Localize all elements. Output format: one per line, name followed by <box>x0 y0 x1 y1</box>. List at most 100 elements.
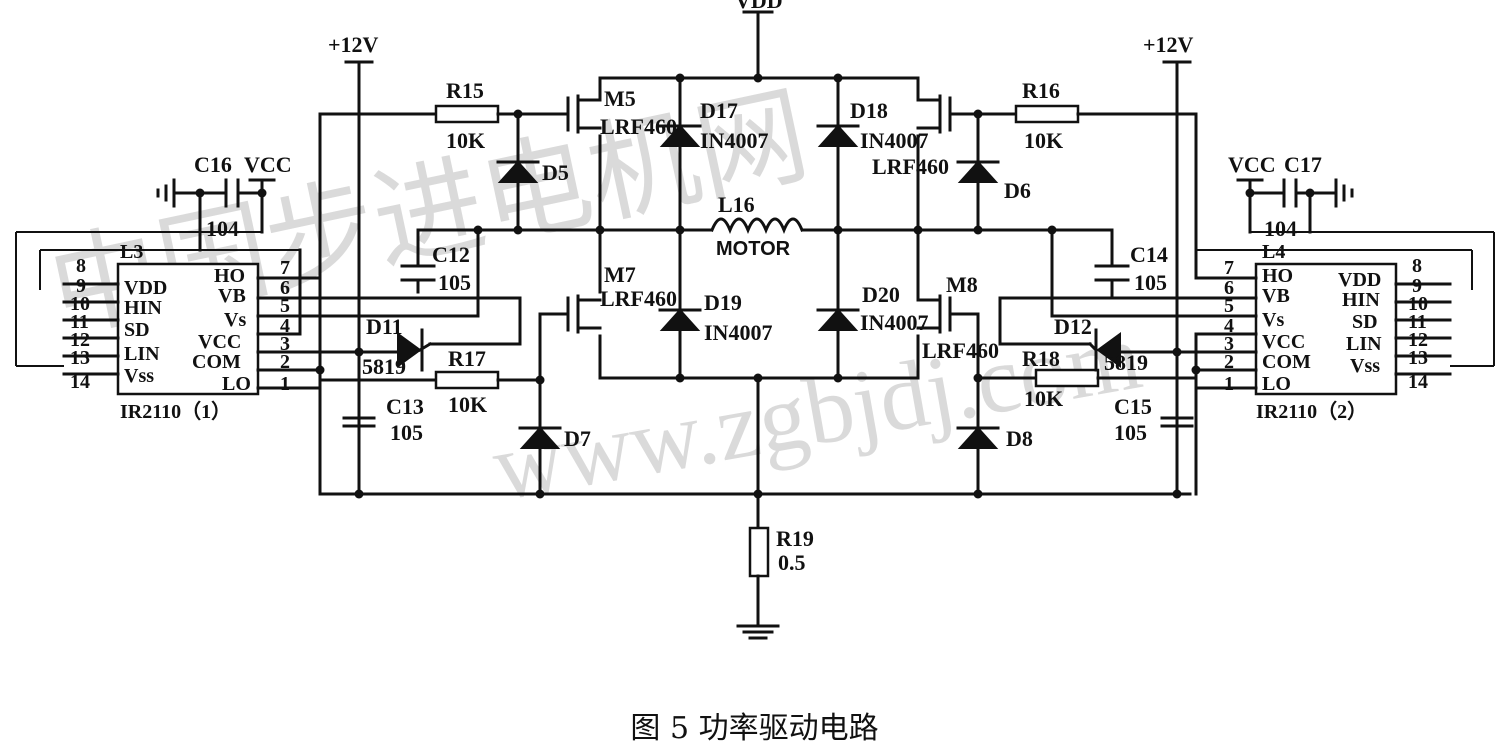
svg-text:9: 9 <box>76 275 86 297</box>
right-bootstrap: D12 5819 C14 105 C15 105 <box>998 112 1201 496</box>
svg-text:3: 3 <box>1224 333 1234 355</box>
svg-text:10: 10 <box>70 293 90 315</box>
svg-text:HIN: HIN <box>124 297 162 319</box>
svg-text:2: 2 <box>1224 351 1234 373</box>
svg-text:104: 104 <box>1264 216 1297 241</box>
motor-coil: L16 MOTOR <box>710 192 804 260</box>
watermark: www.zgbjdj.com <box>485 302 1149 521</box>
svg-text:10K: 10K <box>448 392 487 417</box>
svg-text:6: 6 <box>1224 277 1234 299</box>
svg-text:VCC: VCC <box>198 331 241 353</box>
svg-text:L4: L4 <box>1262 241 1285 263</box>
svg-text:11: 11 <box>70 311 89 333</box>
svg-text:VCC: VCC <box>244 152 292 177</box>
svg-text:LIN: LIN <box>124 343 160 365</box>
svg-text:104: 104 <box>206 216 239 241</box>
svg-text:9: 9 <box>1412 275 1422 297</box>
svg-text:0.5: 0.5 <box>778 550 806 575</box>
svg-text:R17: R17 <box>448 346 486 371</box>
svg-text:IR2110（1）: IR2110（1） <box>120 400 231 423</box>
svg-text:VDD: VDD <box>1338 269 1381 291</box>
motor-label: MOTOR <box>716 238 791 260</box>
svg-text:HIN: HIN <box>1342 289 1380 311</box>
svg-text:HO: HO <box>1262 265 1293 287</box>
svg-text:+12V: +12V <box>1143 32 1194 57</box>
svg-text:VCC: VCC <box>1262 331 1305 353</box>
svg-text:5819: 5819 <box>1104 350 1148 375</box>
mosfet-m6: LRF460 <box>872 94 980 179</box>
svg-text:M5: M5 <box>604 86 636 111</box>
svg-text:105: 105 <box>390 420 423 445</box>
svg-text:IN4007: IN4007 <box>860 310 928 335</box>
svg-text:VDD: VDD <box>124 277 167 299</box>
svg-text:VCC: VCC <box>1228 152 1276 177</box>
svg-text:D8: D8 <box>1006 426 1033 451</box>
diode-d19: D19 IN4007 <box>658 290 772 345</box>
svg-text:10K: 10K <box>1024 386 1063 411</box>
svg-text:HO: HO <box>214 265 245 287</box>
shunt-resistor-r19: R19 0.5 <box>736 526 814 640</box>
right-vcc-decoupling: VCC C17 104 <box>1228 152 1354 241</box>
svg-text:D17: D17 <box>700 98 738 123</box>
svg-text:8: 8 <box>76 255 86 277</box>
svg-text:6: 6 <box>280 277 290 299</box>
h-bridge-wiring <box>318 73 1192 530</box>
svg-text:SD: SD <box>124 319 150 341</box>
svg-text:IN4007: IN4007 <box>700 128 768 153</box>
ic-ir2110-left: L3 IR2110（1） HO VB Vs VCC COM LO 7 6 5 4… <box>15 231 522 423</box>
svg-text:5: 5 <box>1224 295 1234 317</box>
svg-text:C12: C12 <box>432 242 470 267</box>
svg-text:+12V: +12V <box>328 32 379 57</box>
svg-text:COM: COM <box>1262 351 1311 373</box>
svg-text:7: 7 <box>280 257 290 279</box>
svg-text:LRF460: LRF460 <box>922 338 999 363</box>
svg-text:R16: R16 <box>1022 78 1060 103</box>
svg-text:11: 11 <box>1408 311 1427 333</box>
svg-text:D19: D19 <box>704 290 742 315</box>
motor-ref: L16 <box>718 192 755 217</box>
svg-text:R15: R15 <box>446 78 484 103</box>
gate-network-right-high: R16 10K D6 <box>956 78 1198 235</box>
gate-network-right-low: R18 10K D8 <box>956 312 1198 496</box>
svg-text:12: 12 <box>1408 329 1428 351</box>
svg-text:D20: D20 <box>862 282 900 307</box>
svg-text:LO: LO <box>1262 373 1291 395</box>
svg-text:1: 1 <box>280 373 290 395</box>
svg-text:1: 1 <box>1224 373 1234 395</box>
left-vcc-decoupling: C16 VCC 104 <box>156 152 292 252</box>
svg-text:VB: VB <box>218 285 246 307</box>
diode-d20: D20 IN4007 <box>816 282 928 335</box>
svg-text:D12: D12 <box>1054 314 1092 339</box>
plus12v-left-supply: +12V <box>328 32 379 496</box>
svg-text:IN4007: IN4007 <box>860 128 928 153</box>
svg-text:COM: COM <box>192 351 241 373</box>
svg-text:13: 13 <box>70 347 90 369</box>
svg-text:14: 14 <box>1408 371 1428 393</box>
svg-text:Vs: Vs <box>224 309 246 331</box>
figure-caption: 图 5 功率驱动电路 <box>630 711 879 746</box>
svg-text:R18: R18 <box>1022 346 1060 371</box>
svg-text:D11: D11 <box>366 314 403 339</box>
svg-text:10: 10 <box>1408 293 1428 315</box>
svg-text:4: 4 <box>1224 315 1234 337</box>
svg-text:Vss: Vss <box>124 365 154 387</box>
ic-ir2110-right: L4 IR2110（2） HO VB Vs VCC COM LO 7 6 5 4… <box>998 231 1495 423</box>
svg-text:5: 5 <box>280 295 290 317</box>
svg-text:14: 14 <box>70 371 90 393</box>
mosfet-m5: M5 LRF460 <box>538 86 677 139</box>
svg-text:C15: C15 <box>1114 394 1152 419</box>
plus12v-right-supply: +12V <box>1143 32 1194 496</box>
svg-text:8: 8 <box>1412 255 1422 277</box>
svg-text:13: 13 <box>1408 347 1428 369</box>
gate-network-left-high: R15 10K D5 <box>318 78 569 235</box>
svg-text:10K: 10K <box>446 128 485 153</box>
svg-text:M8: M8 <box>946 272 978 297</box>
svg-text:LRF460: LRF460 <box>872 154 949 179</box>
diode-d17: D17 IN4007 <box>658 98 768 153</box>
gate-network-left-low: R17 10K D7 <box>318 312 591 496</box>
left-bootstrap: D11 5819 C12 105 C13 105 <box>298 112 522 496</box>
svg-text:IR2110（2）: IR2110（2） <box>1256 400 1367 423</box>
svg-text:C17: C17 <box>1284 152 1322 177</box>
svg-text:VDD: VDD <box>735 0 783 13</box>
svg-text:C14: C14 <box>1130 242 1168 267</box>
